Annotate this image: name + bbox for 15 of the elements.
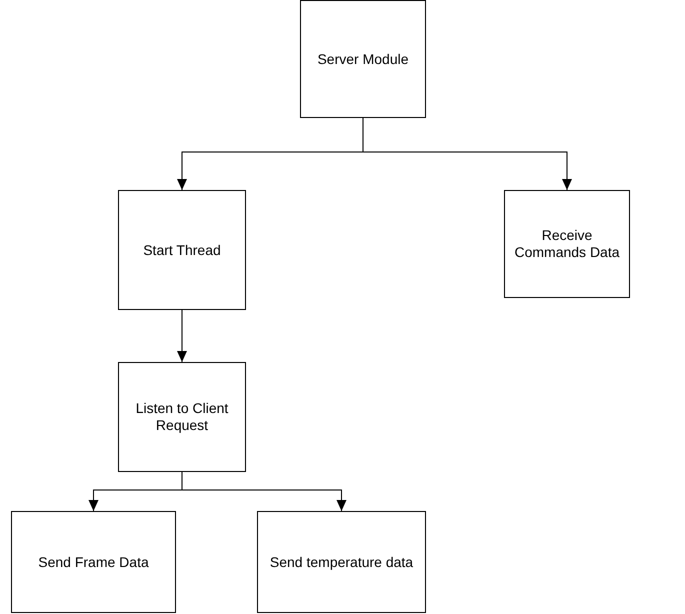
process-box — [257, 511, 426, 613]
process-box — [11, 511, 176, 613]
process-box — [504, 190, 630, 298]
box-label: Send temperature data — [270, 554, 414, 570]
arrow — [362, 118, 572, 190]
box-label: Listen to Client Request — [134, 400, 230, 434]
box-label: Receive Commands Data — [513, 227, 621, 261]
arrow — [182, 472, 346, 512]
process-box — [118, 190, 246, 310]
box-label: Start Thread — [143, 242, 221, 258]
process-box — [300, 0, 426, 118]
arrow — [177, 310, 187, 362]
box-label: Send Frame Data — [38, 554, 149, 570]
process-box — [118, 362, 246, 472]
box-label: Server Module — [317, 50, 409, 68]
